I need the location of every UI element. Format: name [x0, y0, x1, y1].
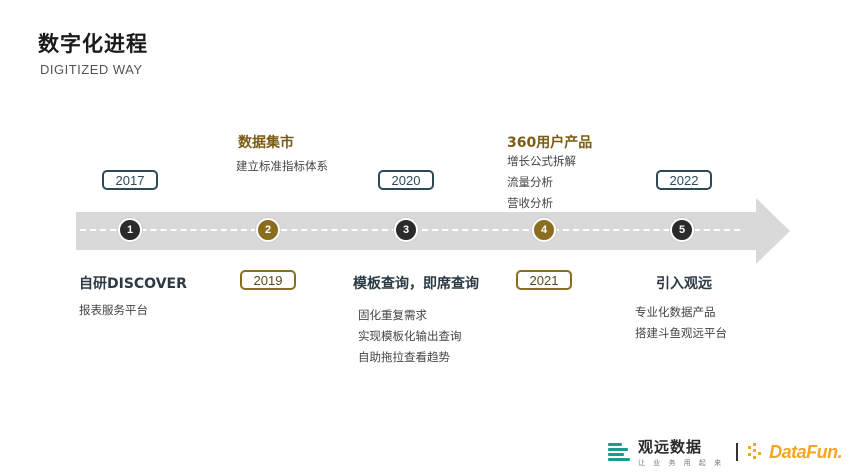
- milestone-item: 增长公式拆解: [507, 154, 576, 168]
- timeline-node-3: 3: [394, 218, 418, 242]
- guandata-name: 观远数据: [638, 438, 703, 456]
- milestone-item: 固化重复需求: [358, 308, 427, 322]
- footer-logos: 观远数据 让 业 务 用 起 来 DataFun.: [608, 436, 843, 468]
- guandata-logo: 观远数据 让 业 务 用 起 来: [638, 436, 724, 468]
- timeline-node-1: 1: [118, 218, 142, 242]
- milestone-item: 流量分析: [507, 175, 553, 189]
- timeline-node-4: 4: [532, 218, 556, 242]
- guandata-tagline: 让 业 务 用 起 来: [638, 459, 725, 467]
- year-badge-2022: 2022: [656, 170, 712, 190]
- guandata-logo-icon: [608, 441, 630, 463]
- milestone-item: 报表服务平台: [79, 303, 148, 317]
- datafun-logo-icon: [748, 443, 766, 461]
- page-title: 数字化进程: [38, 32, 148, 56]
- year-badge-2019: 2019: [240, 270, 296, 290]
- milestone-item: 建立标准指标体系: [236, 159, 328, 173]
- milestone-item: 营收分析: [507, 196, 553, 210]
- milestone-2-items: 建立标准指标体系: [236, 156, 328, 177]
- timeline-arrow: [76, 198, 790, 264]
- milestone-item: 专业化数据产品: [635, 305, 716, 319]
- year-badge-2021: 2021: [516, 270, 572, 290]
- year-badge-2017: 2017: [102, 170, 158, 190]
- milestone-2-title: 数据集市: [238, 135, 294, 151]
- page-subtitle: DIGITIZED WAY: [40, 62, 143, 77]
- milestone-item: 自助拖拉查看趋势: [358, 350, 450, 364]
- milestone-5-title: 引入观远: [656, 276, 712, 292]
- milestone-item: 实现模板化输出查询: [358, 329, 462, 343]
- milestone-5-items: 专业化数据产品 搭建斗鱼观远平台: [635, 302, 727, 344]
- milestone-3-title: 模板查询，即席查询: [353, 276, 479, 292]
- milestone-4-items: 增长公式拆解 流量分析 营收分析: [507, 151, 576, 214]
- milestone-3-items: 固化重复需求 实现模板化输出查询 自助拖拉查看趋势: [358, 305, 462, 368]
- year-badge-2020: 2020: [378, 170, 434, 190]
- logo-divider: [736, 443, 739, 461]
- timeline-node-5: 5: [670, 218, 694, 242]
- timeline-node-2: 2: [256, 218, 280, 242]
- milestone-item: 搭建斗鱼观远平台: [635, 326, 727, 340]
- datafun-logo: DataFun.: [769, 441, 843, 462]
- milestone-1-items: 报表服务平台: [79, 300, 148, 321]
- milestone-4-title: 360用户产品: [507, 135, 593, 151]
- milestone-1-title: 自研DISCOVER: [79, 276, 187, 292]
